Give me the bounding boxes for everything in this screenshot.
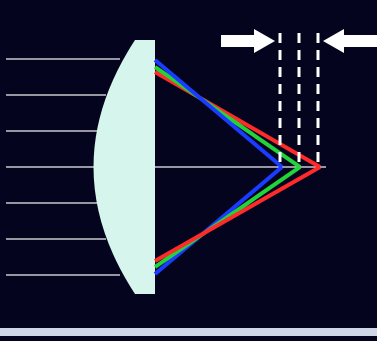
green-ray-lower [153,165,302,269]
red-ray-lower [154,165,321,263]
focus-markers [278,33,320,162]
blue-ray-lower [153,165,284,276]
incoming-rays [6,58,120,276]
upper-ray-fan [153,58,321,169]
lower-ray-fan [153,165,321,276]
right-pointing-arrow [221,29,275,53]
plano-convex-lens [93,40,155,294]
bottom-bar [0,328,377,336]
blue-ray-upper [153,58,284,169]
left-pointing-arrow [323,29,377,53]
green-ray-upper [153,65,302,169]
